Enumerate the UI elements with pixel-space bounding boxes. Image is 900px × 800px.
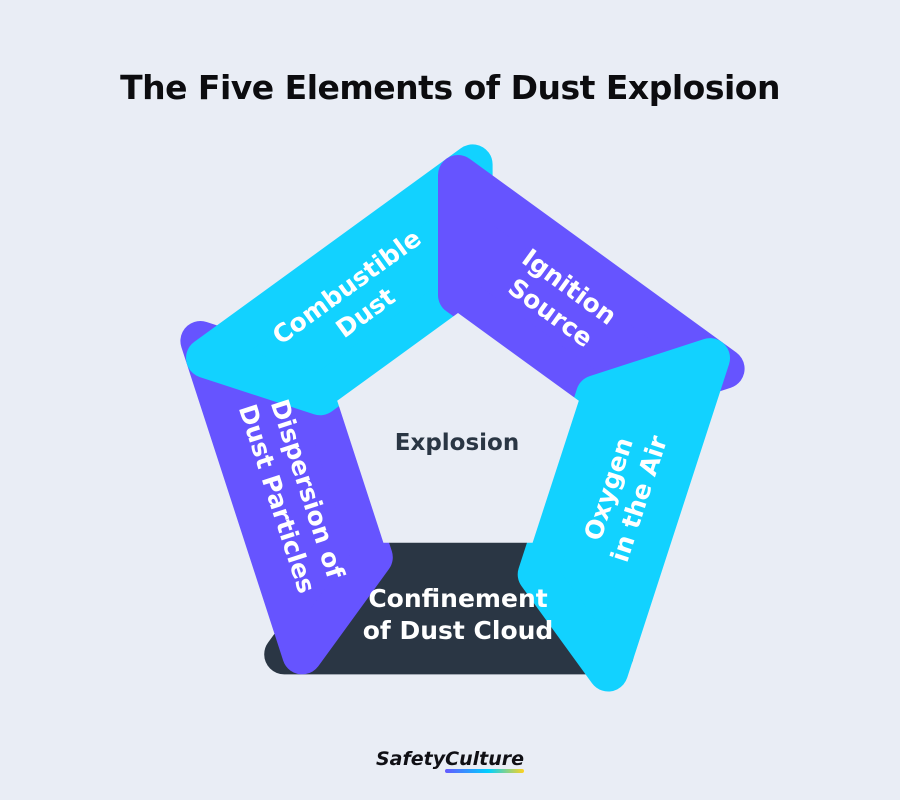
oxygen-in-the-air-segment [517,338,730,692]
logo-underline [445,769,524,773]
safetyculture-logo: SafetyCulture [0,748,900,773]
pentagon-segments [180,144,745,692]
center-label: Explosion [395,430,519,456]
inner-pentagon [337,313,579,543]
confinement-of-dust-cloud-label-line: of Dust Cloud [363,616,554,645]
logo-word-safety: Safety [376,748,446,770]
confinement-of-dust-cloud-label-line: Confinement [368,584,547,613]
page-title: The Five Elements of Dust Explosion [120,68,780,107]
confinement-of-dust-cloud-label: Confinement of Dust Cloud [363,584,554,645]
logo-word-culture: Culture [445,748,524,770]
